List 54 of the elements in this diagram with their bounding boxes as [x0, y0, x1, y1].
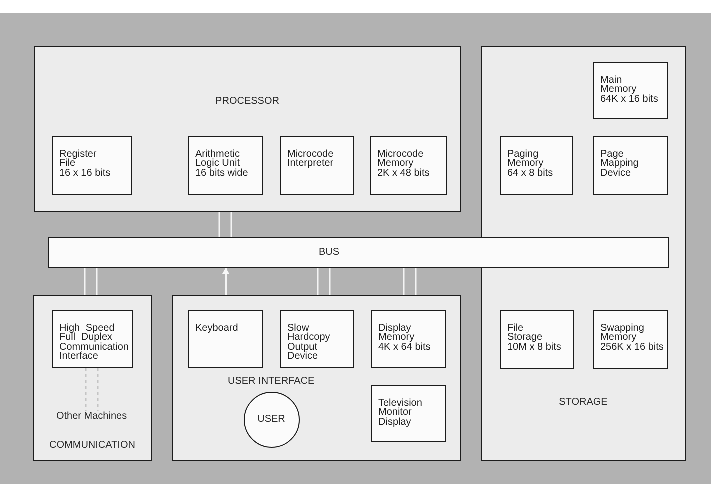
- bus-label: BUS: [319, 247, 340, 258]
- component-label: File Storage: [508, 324, 544, 342]
- component-box: [188, 310, 262, 368]
- group-panel: [172, 295, 461, 461]
- component-box: [370, 136, 446, 194]
- capacity-label: 256K x 16 bits: [600, 342, 664, 352]
- component-box: [592, 62, 668, 118]
- panel-heading: STORAGE: [559, 397, 608, 408]
- bus-connector: [403, 267, 417, 296]
- node-label: Other Machines: [56, 410, 128, 422]
- capacity-label: 2K x 48 bits: [378, 168, 430, 178]
- dashed-connector: [85, 367, 99, 412]
- component-label: Arithmetic Logic Unit: [196, 150, 240, 168]
- capacity-label: 16 x 16 bits: [60, 168, 111, 178]
- panel-heading: COMMUNICATION: [50, 440, 136, 451]
- component-label: Page Mapping Device: [600, 150, 640, 178]
- component-box: [370, 384, 446, 442]
- bus-bar: [48, 237, 669, 268]
- group-panel: [33, 295, 152, 461]
- component-label: Slow Hardcopy Output Device: [288, 324, 332, 362]
- component-label: Microcode Interpreter: [288, 150, 335, 168]
- component-label: Microcode Memory: [378, 150, 424, 168]
- capacity-label: 10M x 8 bits: [508, 342, 562, 352]
- capacity-label: 16 bits wide: [196, 168, 248, 178]
- group-panel: [481, 46, 686, 461]
- bus-connector: [84, 267, 98, 296]
- component-box: [280, 310, 354, 368]
- bus-connector: [218, 211, 232, 238]
- bus-connector: [317, 267, 331, 296]
- component-label: Register File: [60, 150, 97, 168]
- capacity-label: 4K x 64 bits: [378, 342, 431, 352]
- panel-heading: PROCESSOR: [216, 96, 280, 107]
- component-box: [370, 310, 446, 368]
- component-box: [592, 136, 668, 194]
- component-label: Swapping Memory: [600, 324, 646, 342]
- component-label: Display Memory: [378, 324, 416, 342]
- component-label: Television Monitor Display: [378, 398, 424, 427]
- component-box: [592, 310, 668, 368]
- component-box: [280, 136, 354, 194]
- component-box: [52, 136, 132, 194]
- component-label: Main Memory: [600, 76, 638, 94]
- group-panel: [34, 46, 461, 212]
- component-box: [188, 136, 262, 194]
- capacity-label: 64K x 16 bits: [600, 94, 658, 104]
- capacity-label: 64 x 8 bits: [508, 168, 554, 178]
- panel-heading: USER INTERFACE: [228, 376, 315, 387]
- component-box: [500, 136, 572, 194]
- component-box: [500, 310, 574, 368]
- arrow: [222, 268, 230, 295]
- component-label: Paging Memory: [508, 150, 544, 168]
- component-box: [52, 310, 132, 368]
- component-label: High Speed Full Duplex Communication Interface: [60, 324, 130, 362]
- circle-label: USER: [258, 414, 286, 425]
- component-label: Keyboard: [196, 324, 238, 333]
